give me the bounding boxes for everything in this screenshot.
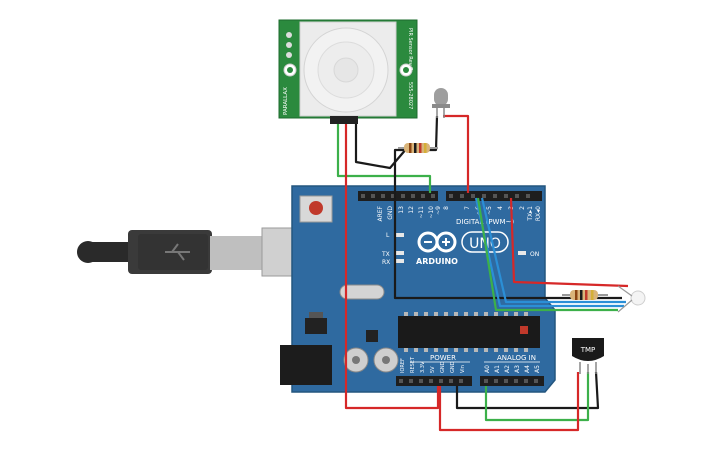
pin-label: 2 <box>519 206 526 210</box>
tmp-label: TMP <box>580 346 596 354</box>
wire-red-tmp <box>438 372 580 432</box>
pin-label: 12 <box>408 206 415 214</box>
power-pin-label: RESET <box>410 356 416 373</box>
led-tx-label: TX <box>381 251 390 258</box>
digital-pwm-label: DIGITAL (PWM~) <box>456 218 514 226</box>
pin-label: ~9 <box>435 206 442 215</box>
led-top[interactable] <box>432 88 450 118</box>
digital-header-left[interactable] <box>358 191 438 201</box>
gnd-label: GND <box>387 206 394 220</box>
pir-part-number: 555-28027 <box>407 82 413 109</box>
arduino-board: AREF GND 13 12 ~11 ~10 ~9 8 7 ~6 ~5 4 ~3… <box>280 185 556 393</box>
wires <box>336 114 629 432</box>
analog-pin-label: A0 <box>484 365 491 373</box>
usb-icon <box>165 243 190 261</box>
power-label: POWER <box>430 354 456 362</box>
analog-pin-label: A4 <box>524 365 531 373</box>
power-header[interactable] <box>396 376 472 386</box>
reset-button[interactable] <box>309 201 323 215</box>
pir-model: PIR Sensor Rev B <box>407 28 413 71</box>
analog-pin-label: A2 <box>504 365 511 373</box>
rgb-led[interactable] <box>617 285 646 313</box>
power-pin-label: GND <box>440 361 446 373</box>
wire-blue-rgb <box>480 197 626 304</box>
power-pin-label: IOREF <box>400 358 406 373</box>
tmp-sensor[interactable]: TMP <box>572 338 604 374</box>
led-l-label: L <box>386 232 390 239</box>
analog-pin-label: A5 <box>534 365 541 373</box>
wire-red-led-top <box>443 114 470 193</box>
analog-pin-label: A3 <box>514 365 521 373</box>
led-l-indicator <box>396 233 404 237</box>
power-pin-label: Vin <box>460 365 466 373</box>
pin-label: 7 <box>464 206 471 210</box>
wire-red-pir <box>344 124 440 410</box>
power-pin-label: 3.3V <box>420 361 426 373</box>
on-label: ON <box>530 251 539 258</box>
wire-black-tmp <box>455 371 600 410</box>
pin-label: TX▸1 <box>527 206 534 222</box>
arduino-logo-icon <box>417 231 457 253</box>
pin-label: ~10 <box>428 206 435 219</box>
pir-brand: PARALLAX <box>283 87 289 115</box>
wire-green-pir <box>336 124 432 193</box>
power-pin-label: 5V <box>430 366 436 373</box>
resistor-top[interactable] <box>398 143 438 153</box>
arduino-logo-text: ARDUINO <box>416 257 458 266</box>
pin-label: ~11 <box>418 206 425 219</box>
analog-in-label: ANALOG IN <box>497 354 536 362</box>
wire-red-rgb <box>509 197 629 288</box>
wire-black-pir <box>354 124 408 170</box>
wire-green-rgb <box>476 197 618 312</box>
aref-label: AREF <box>377 205 384 221</box>
analog-pin-label: A1 <box>494 365 501 373</box>
pin-label: 4 <box>497 206 504 210</box>
power-pin-label: GND <box>450 361 456 373</box>
pin-label: 8 <box>443 206 450 210</box>
analog-header[interactable] <box>480 376 544 386</box>
resistor-right[interactable] <box>562 290 608 300</box>
pin-label: RX◂0 <box>535 206 542 221</box>
led-rx-label: RX <box>382 259 390 266</box>
wire-green-tmp <box>484 372 590 422</box>
pin-label: ~5 <box>486 206 493 215</box>
pir-sensor[interactable]: PARALLAX PIR Sensor Rev B 555-28027 <box>278 19 418 124</box>
pin-label: 13 <box>398 206 405 214</box>
